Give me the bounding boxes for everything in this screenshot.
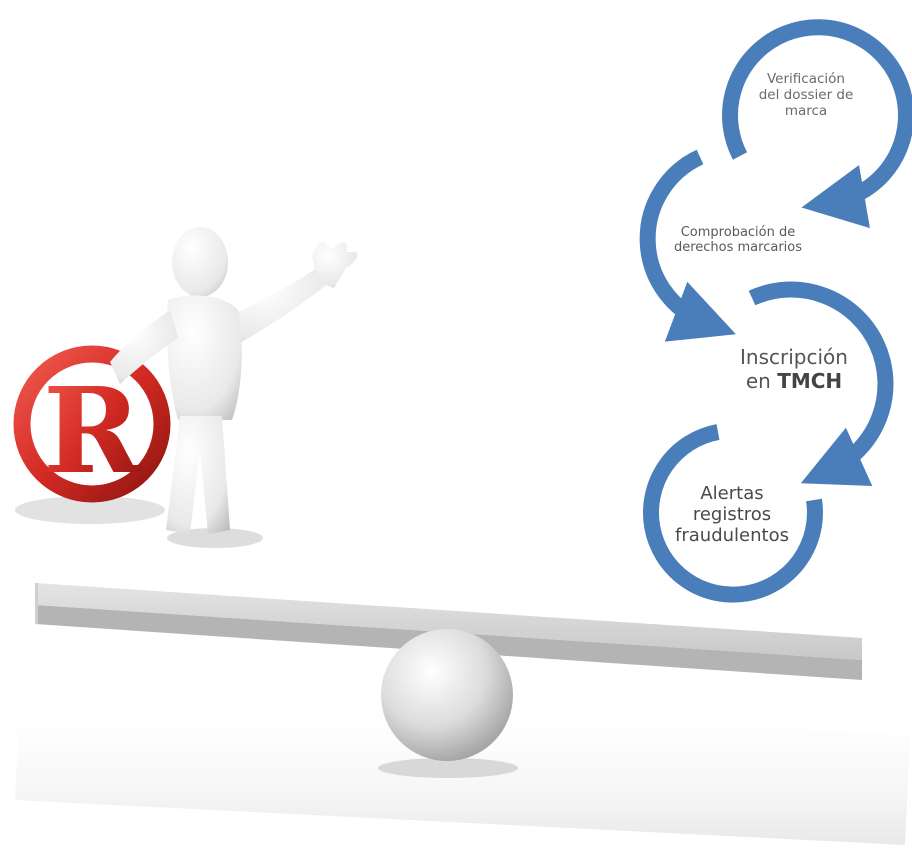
step-1-line-2: del dossier de [758, 86, 854, 103]
step-3-tmch: TMCH [777, 368, 843, 393]
step-3-line-1: Inscripción [740, 345, 848, 369]
person-figure [110, 227, 358, 548]
step-1-line-3: marca [784, 102, 828, 119]
step-rights-check: Comprobación de derechos marcarios [648, 225, 828, 256]
step-4-line-2: registros [692, 504, 772, 526]
cycle-arrow-2 [639, 149, 736, 342]
step-3-prefix: en [745, 368, 778, 393]
cycle-arrow-4 [642, 424, 823, 603]
trademark-icon: R [13, 345, 171, 524]
svg-text:R: R [43, 361, 142, 500]
step-2-line-1: Comprobación de [680, 225, 796, 240]
step-1-line-1: Verificación [767, 71, 845, 87]
fulcrum-ball [378, 629, 518, 778]
step-3-line-2: en TMCH [718, 368, 870, 394]
process-cycle [639, 19, 912, 603]
step-tmch-registration: Inscripción en TMCH [718, 345, 870, 394]
step-4-line-1: Alertas [700, 483, 764, 504]
step-fraud-alerts: Alertas registros fraudulentos [664, 483, 800, 547]
cycle-arrow-3 [748, 281, 894, 486]
step-2-line-2: derechos marcarios [673, 240, 803, 256]
cycle-arrow-1 [722, 19, 912, 228]
step-4-line-3: fraudulentos [675, 525, 789, 547]
step-verification: Verificación del dossier de marca [736, 71, 876, 120]
